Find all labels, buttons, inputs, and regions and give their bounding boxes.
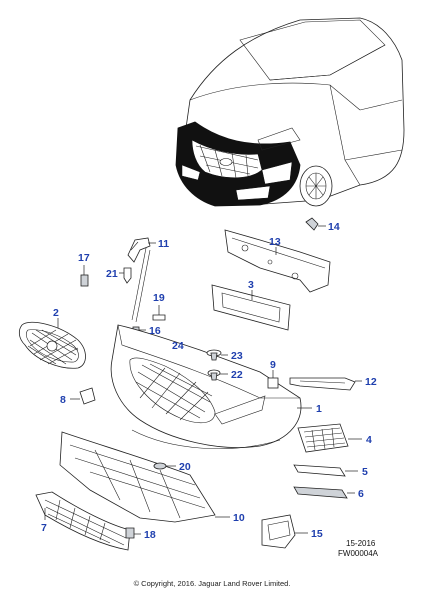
part-clip-22 bbox=[207, 369, 228, 381]
callout-8: 8 bbox=[60, 394, 66, 406]
callout-16: 16 bbox=[149, 325, 161, 337]
callout-21: 21 bbox=[106, 268, 118, 280]
callout-9: 9 bbox=[270, 359, 276, 371]
callout-3: 3 bbox=[248, 279, 254, 291]
part-clip-18 bbox=[125, 527, 141, 539]
copyright-notice: © Copyright, 2016. Jaguar Land Rover Lim… bbox=[133, 579, 291, 588]
part-trim-5 bbox=[293, 464, 358, 477]
part-clip-14 bbox=[305, 217, 326, 231]
part-grille-2 bbox=[18, 318, 86, 369]
part-bracket-11 bbox=[127, 237, 156, 263]
callout-1: 1 bbox=[316, 403, 322, 415]
part-fog-grille-4 bbox=[297, 423, 362, 453]
part-strip bbox=[131, 247, 147, 321]
part-clip-19 bbox=[152, 305, 166, 321]
car-illustration bbox=[175, 17, 405, 207]
figure-code: FW00004A bbox=[338, 549, 379, 558]
callout-12: 12 bbox=[365, 376, 377, 388]
callout-18: 18 bbox=[144, 529, 156, 541]
part-clip-9 bbox=[267, 370, 279, 389]
callout-20: 20 bbox=[179, 461, 191, 473]
callout-23: 23 bbox=[231, 350, 243, 362]
part-bracket-12 bbox=[289, 377, 362, 391]
callout-2: 2 bbox=[53, 307, 59, 319]
callout-4: 4 bbox=[366, 434, 372, 446]
callout-17: 17 bbox=[78, 252, 90, 264]
callout-19: 19 bbox=[153, 292, 165, 304]
part-plate-bracket-3 bbox=[211, 284, 291, 331]
date-code: 15-2016 bbox=[346, 539, 376, 548]
part-clip-20 bbox=[153, 462, 176, 470]
part-clip-17 bbox=[80, 265, 89, 287]
callout-7: 7 bbox=[41, 522, 47, 534]
part-bumper-cover-1 bbox=[110, 324, 312, 450]
part-clip-23 bbox=[206, 349, 228, 361]
callout-11: 11 bbox=[158, 238, 169, 250]
callout-5: 5 bbox=[362, 466, 368, 478]
callout-13: 13 bbox=[269, 236, 281, 248]
callout-6: 6 bbox=[358, 488, 364, 500]
callout-14: 14 bbox=[328, 221, 340, 233]
part-reflector-8 bbox=[70, 387, 96, 405]
callout-22: 22 bbox=[231, 369, 243, 381]
part-undertray-10 bbox=[59, 431, 230, 523]
part-lower-grille-7 bbox=[35, 491, 131, 551]
reference-codes: 15-2016 FW00004A bbox=[338, 539, 378, 559]
callout-24: 24 bbox=[172, 340, 184, 352]
part-clip-21 bbox=[119, 267, 132, 284]
callout-15: 15 bbox=[311, 528, 323, 540]
part-support-13 bbox=[224, 229, 331, 293]
callout-10: 10 bbox=[233, 512, 245, 524]
part-trim-6 bbox=[293, 486, 355, 499]
part-bracket-15 bbox=[261, 514, 308, 549]
